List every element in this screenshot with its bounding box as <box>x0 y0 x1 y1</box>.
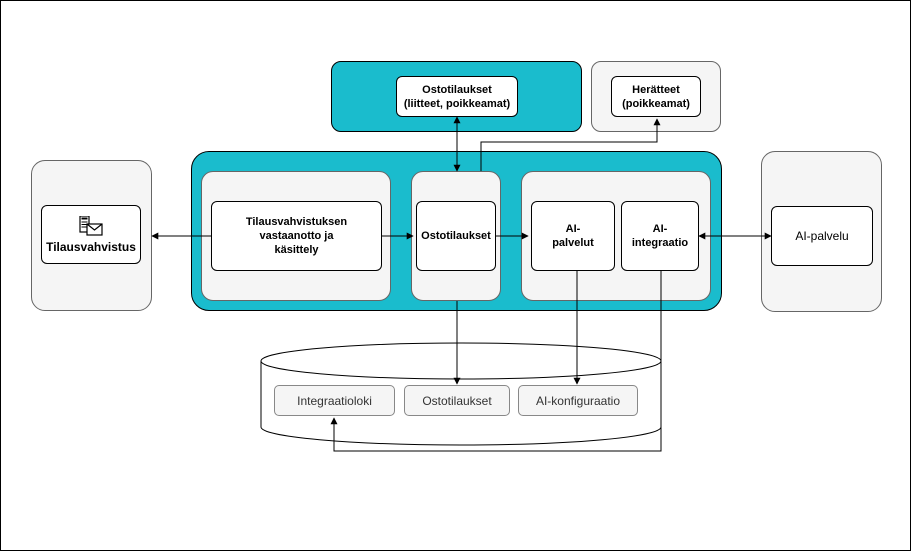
ai-services-box: AI- palvelut <box>531 201 615 271</box>
purchase-orders-box: Ostotilaukset <box>416 201 496 271</box>
ai-integration-line-1: AI- <box>652 223 668 235</box>
processing-line-2: vastaanotto ja <box>259 230 334 242</box>
alerts-box: Herätteet (poikkeamat) <box>611 76 701 117</box>
ai-service-label: AI-palvelu <box>795 229 849 243</box>
processing-line-1: Tilausvahvistuksen <box>245 216 348 228</box>
ostotilaukset-attachments-title: Ostotilaukset <box>422 83 492 96</box>
alerts-subtitle: (poikkeamat) <box>622 97 690 110</box>
order-confirmation-label: Tilausvahvistus <box>46 239 136 254</box>
ai-integration-box: AI- integraatio <box>621 201 699 271</box>
ai-config-label: AI-konfiguraatio <box>535 393 621 408</box>
database-cylinder-top <box>260 342 662 380</box>
purchase-orders-label: Ostotilaukset <box>421 230 491 242</box>
processing-line-3: käsittely <box>274 244 319 256</box>
db-table-purchase-orders: Ostotilaukset <box>404 385 510 416</box>
integration-log-label: Integraatioloki <box>297 393 372 408</box>
db-purchase-orders-label: Ostotilaukset <box>422 393 492 408</box>
document-email-icon <box>76 214 106 238</box>
db-table-integration-log: Integraatioloki <box>274 385 395 416</box>
ostotilaukset-attachments-subtitle: (liitteet, poikkeamat) <box>403 97 511 110</box>
connector-integration-to-log <box>330 271 662 452</box>
order-confirmation-box: Tilausvahvistus <box>41 205 141 264</box>
ostotilaukset-attachments-box: Ostotilaukset (liitteet, poikkeamat) <box>396 76 518 117</box>
connector-to-alerts <box>480 118 661 171</box>
alerts-title: Herätteet <box>632 83 680 96</box>
ai-services-line-2: palvelut <box>552 237 594 249</box>
ai-integration-line-2: integraatio <box>631 237 689 249</box>
ai-services-line-1: AI- <box>565 223 581 235</box>
confirmation-processing-box: Tilausvahvistuksen vastaanotto ja käsitt… <box>211 201 382 271</box>
db-table-ai-config: AI-konfiguraatio <box>518 385 638 416</box>
